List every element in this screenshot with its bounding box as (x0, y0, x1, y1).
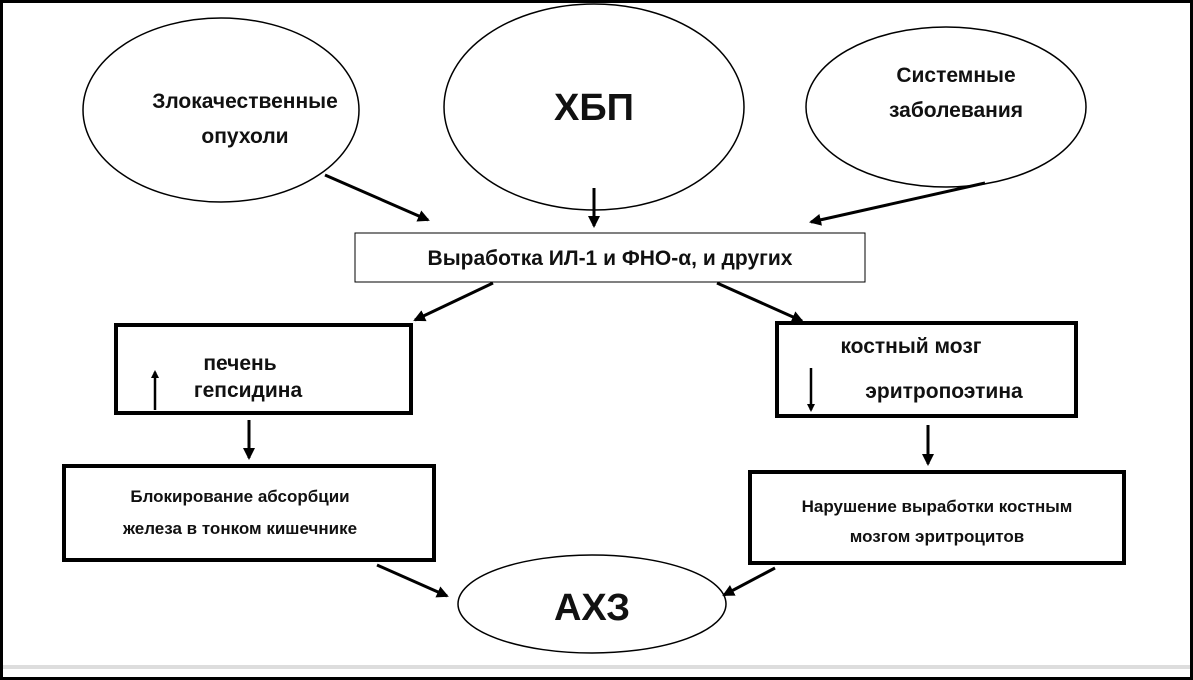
label-iron-2: железа в тонком кишечнике (122, 519, 357, 538)
label-marrow-1: костный мозг (840, 335, 981, 358)
arrows (243, 173, 986, 598)
node-rbc-production-impairment: Нарушение выработки костным мозгом эритр… (748, 470, 1126, 565)
arrow-cytokines-to-marrow (716, 281, 804, 323)
node-liver-hepcidin: печень гепсидина (114, 323, 413, 415)
node-cytokines: Выработка ИЛ-1 и ФНО-α, и других (354, 232, 866, 283)
node-malignant-tumors: Злокачественные опухоли (82, 17, 360, 203)
label-marrow-2: эритропоэтина (865, 380, 1023, 403)
label-malignant-2: опухоли (201, 125, 288, 148)
label-liver-2: гепсидина (194, 379, 303, 402)
label-cytokines: Выработка ИЛ-1 и ФНО-α, и других (428, 247, 793, 270)
label-rbc-1: Нарушение выработки костным (802, 497, 1073, 516)
node-ckd: ХБП (443, 3, 745, 211)
label-systemic-2: заболевания (889, 99, 1023, 122)
label-ckd: ХБП (554, 87, 634, 129)
node-bone-marrow-epo: костный мозг эритропоэтина (775, 321, 1078, 418)
label-systemic-1: Системные (896, 64, 1015, 87)
label-malignant-1: Злокачественные (152, 90, 338, 113)
node-systemic-diseases: Системные заболевания (805, 26, 1087, 188)
arrow-systemic-to-cytokines (809, 181, 986, 226)
arrow-rbc-to-acd (722, 566, 776, 597)
arrow-iron-to-acd (376, 563, 449, 598)
label-iron-1: Блокирование абсорбции (130, 487, 349, 506)
arrow-malignant-to-cytokines (324, 173, 430, 222)
arrow-cytokines-to-liver (413, 281, 494, 322)
label-acd: АХЗ (554, 587, 630, 629)
node-iron-absorption-block: Блокирование абсорбции железа в тонком к… (62, 464, 436, 562)
node-acd: АХЗ (457, 554, 727, 654)
flow-diagram: Злокачественные опухоли ХБП Системные за… (62, 3, 1126, 654)
label-rbc-2: мозгом эритроцитов (850, 527, 1024, 546)
bottom-scroll-edge (3, 665, 1190, 669)
label-liver-1: печень (203, 352, 276, 375)
